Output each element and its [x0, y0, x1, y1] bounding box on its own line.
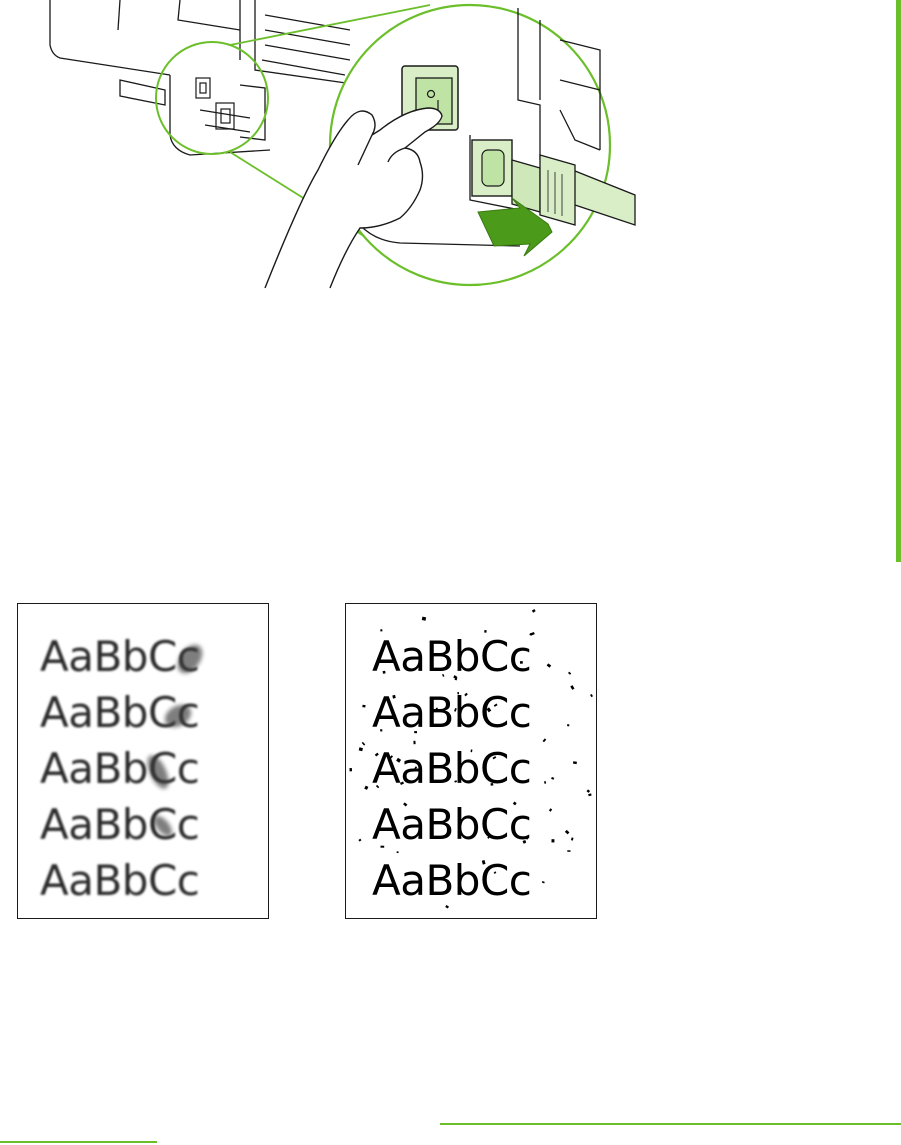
sample-line: AaBbCc: [372, 744, 532, 793]
power-switch-illustration: [49, 0, 636, 289]
sample-line: AaBbCc: [372, 856, 532, 905]
arrow-icon: [477, 197, 553, 257]
toner-speck: [567, 724, 570, 727]
power-cord-icon: [511, 154, 636, 226]
toner-speck: [548, 808, 553, 812]
toner-speck: [530, 631, 535, 636]
toner-speck: [567, 850, 571, 852]
small-power-switch-icon: [195, 77, 235, 130]
sample-line: AaBbCc: [40, 744, 200, 793]
toner-speck: [364, 785, 369, 790]
toner-speck: [551, 777, 555, 780]
toner-speck: [586, 789, 591, 793]
footer-rule: [440, 1123, 901, 1125]
toner-speck: [361, 741, 366, 746]
toner-speck: [568, 671, 572, 675]
smeared-print-sample: AaBbCc AaBbCc AaBbCc AaBbCc AaBbCc: [17, 603, 269, 919]
sample-line: AaBbCc: [40, 800, 200, 849]
callout-line-top: [229, 4, 431, 46]
toner-speck: [531, 609, 536, 613]
toner-speck: [564, 829, 570, 835]
sample-line: AaBbCc: [372, 632, 532, 681]
toner-speck: [358, 838, 362, 842]
toner-speck: [541, 881, 545, 884]
toner-speck: [349, 767, 353, 772]
sample-line: AaBbCc: [40, 688, 200, 737]
toner-speck: [551, 839, 555, 843]
footer-rule-continued: [0, 1141, 157, 1143]
power-socket-icon: [471, 139, 513, 197]
spotted-print-sample: AaBbCc AaBbCc AaBbCc AaBbCc AaBbCc: [345, 603, 597, 919]
toner-speck: [570, 685, 575, 690]
toner-speck: [362, 704, 366, 708]
toner-speck: [396, 851, 399, 854]
sample-line: AaBbCc: [40, 856, 200, 905]
toner-speck: [590, 694, 593, 698]
callout-small-circle: [155, 41, 269, 155]
sample-line: AaBbCc: [372, 800, 532, 849]
accent-bar: [896, 0, 901, 562]
sample-line: AaBbCc: [372, 688, 532, 737]
toner-speck: [544, 781, 547, 784]
toner-speck: [358, 747, 363, 752]
toner-speck: [546, 663, 552, 668]
sample-line: AaBbCc: [40, 632, 200, 681]
toner-speck: [445, 905, 449, 909]
toner-speck: [421, 616, 427, 621]
toner-speck: [572, 761, 577, 765]
toner-speck: [570, 837, 574, 841]
hand-icon: [264, 107, 443, 289]
toner-speck: [588, 793, 592, 797]
toner-speck: [542, 738, 547, 743]
